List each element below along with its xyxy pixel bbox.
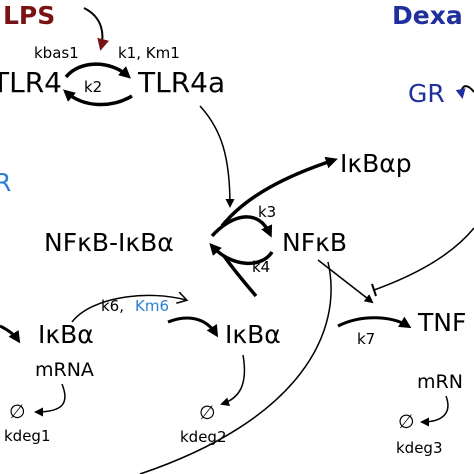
gr-inhibition-line xyxy=(373,227,474,291)
node-mrna-right: mRN xyxy=(417,371,463,393)
complex-to-nfkb-k3-arrow xyxy=(210,215,273,238)
mrna-to-ikba-arrow xyxy=(167,316,219,338)
k7-production-arrow xyxy=(337,316,412,329)
node-r-left: R xyxy=(0,168,11,197)
kdeg1-arrow xyxy=(34,383,66,417)
tlr4a-regulation-arrow xyxy=(199,105,235,208)
lps-activation-arrow xyxy=(83,7,110,51)
kdeg2-arrow xyxy=(220,354,246,407)
complex-to-ikbap-arrow xyxy=(220,156,338,228)
node-mrna-left: mRNA xyxy=(35,359,94,381)
tlr4-to-tlr4a-arrow xyxy=(64,62,131,79)
rate-k3: k3 xyxy=(258,203,276,221)
rate-kdeg1: kdeg1 xyxy=(4,427,51,445)
empty-set-3: ∅ xyxy=(398,411,415,433)
gr-inhibition-bar xyxy=(371,283,377,297)
node-nfkb: NFκB xyxy=(282,228,347,257)
node-ikba-mid: IκBα xyxy=(225,320,281,349)
node-gr: GR xyxy=(408,79,445,108)
node-dexa: Dexa xyxy=(392,1,463,30)
node-tlr4: TLR4 xyxy=(0,66,62,99)
node-nfkb-ikba-complex: NFκB-IκBα xyxy=(44,228,174,257)
nfkb-feedback-curve xyxy=(139,261,332,474)
gr-binding-arrow xyxy=(455,85,474,99)
rate-k2: k2 xyxy=(84,78,102,96)
node-ikbap: IκBαp xyxy=(340,149,412,178)
left-production-arrow xyxy=(0,324,21,344)
rate-k1-km1: k1, Km1 xyxy=(118,44,180,62)
empty-set-2: ∅ xyxy=(199,402,216,424)
rate-kbas1: kbas1 xyxy=(34,44,79,62)
kdeg3-arrow xyxy=(420,395,449,427)
nfkb-to-complex-k4-arrow xyxy=(209,243,274,266)
rate-km6: Km6 xyxy=(135,297,169,315)
node-lps: LPS xyxy=(3,1,55,30)
rate-k7: k7 xyxy=(357,330,375,348)
rate-kdeg2: kdeg2 xyxy=(180,428,227,446)
node-ikba-left: IκBα xyxy=(38,320,94,349)
node-tnf: TNF xyxy=(417,308,466,337)
nfkb-to-tnf-arrow xyxy=(317,259,374,304)
node-tlr4a: TLR4a xyxy=(137,66,225,99)
k6-translation-arrow xyxy=(71,295,186,323)
ikba-association-line xyxy=(222,254,258,298)
empty-set-1: ∅ xyxy=(9,401,26,423)
rate-kdeg3: kdeg3 xyxy=(396,439,443,457)
tlr4a-to-tlr4-arrow xyxy=(63,89,133,107)
